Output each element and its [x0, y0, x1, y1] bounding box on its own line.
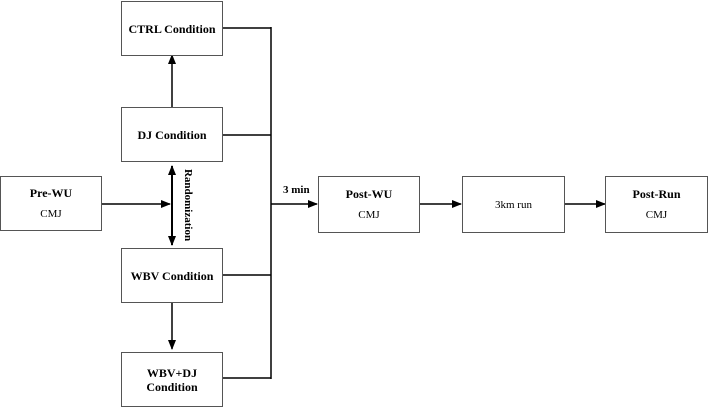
post-wu-subtitle: CMJ	[358, 209, 380, 221]
box-3km-run: 3km run	[462, 176, 565, 233]
wbv-dj-condition-title: WBV+DJ Condition	[146, 365, 198, 394]
wbv-condition-title: WBV Condition	[130, 268, 214, 283]
three-min-label: 3 min	[283, 184, 310, 196]
ctrl-condition-title: CTRL Condition	[128, 21, 216, 36]
box-ctrl-condition: CTRL Condition	[121, 1, 223, 56]
post-run-title: Post-Run	[632, 187, 681, 201]
box-wbv-dj-condition: WBV+DJ Condition	[121, 352, 223, 407]
box-post-wu: Post-WU CMJ	[318, 176, 420, 233]
box-dj-condition: DJ Condition	[121, 107, 223, 162]
dj-condition-title: DJ Condition	[137, 127, 207, 142]
box-pre-wu: Pre-WU CMJ	[0, 176, 102, 231]
post-run-subtitle: CMJ	[645, 209, 668, 221]
randomization-label: Randomization	[182, 168, 194, 242]
box-post-run: Post-Run CMJ	[605, 176, 708, 233]
run-label: 3km run	[495, 198, 532, 211]
pre-wu-title: Pre-WU	[29, 186, 73, 200]
box-wbv-condition: WBV Condition	[121, 248, 223, 303]
pre-wu-subtitle: CMJ	[40, 208, 62, 220]
post-wu-title: Post-WU	[345, 187, 393, 201]
